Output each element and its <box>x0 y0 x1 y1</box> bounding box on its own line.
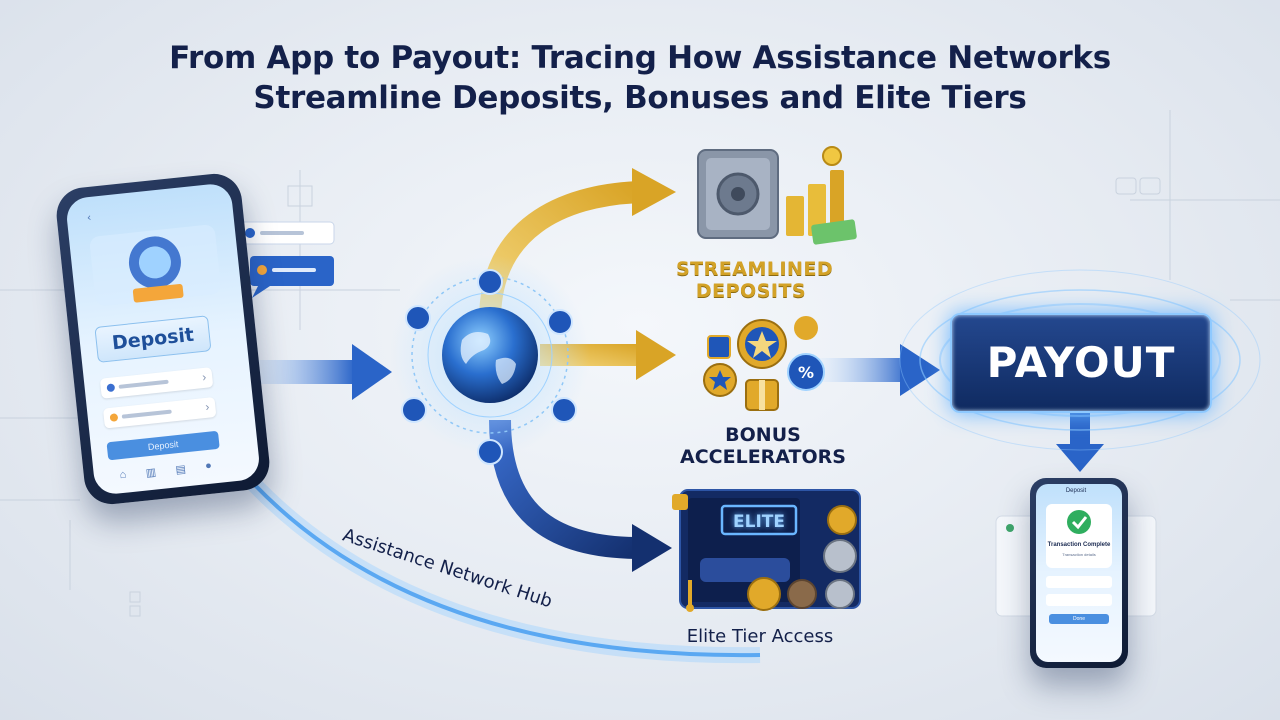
payment-method-row[interactable]: › <box>102 396 217 429</box>
payout-box: PAYOUT <box>950 313 1212 413</box>
coin-icon <box>822 146 842 166</box>
user-icon[interactable]: ● <box>204 459 213 473</box>
chart-icon[interactable]: ▥ <box>145 466 157 480</box>
elite-label: Elite Tier Access <box>686 626 834 647</box>
chat-bubbles <box>237 221 335 298</box>
percent-badge-icon <box>823 539 857 573</box>
elite-lounge <box>672 489 861 612</box>
bank-icon <box>477 269 503 295</box>
tx-row <box>1046 576 1112 588</box>
deposits-label-line-2: DEPOSITS <box>695 280 807 302</box>
arrow-head-to-elite <box>632 524 672 572</box>
gift-icon <box>707 335 731 359</box>
tx-subtitle: Transaction details <box>1062 552 1096 557</box>
phone-right: Deposit Transaction Complete Transaction… <box>1030 478 1128 668</box>
arrow-head-payout-down <box>1056 444 1104 472</box>
bonus-label-line-1: BONUS <box>725 424 801 446</box>
svg-text:‹: ‹ <box>86 211 92 224</box>
globe-continent <box>460 332 491 364</box>
title-line-2: Streamline Deposits, Bonuses and Elite T… <box>253 80 1027 116</box>
payment-icon <box>106 383 116 393</box>
payment-method-row[interactable]: › <box>99 367 214 399</box>
deposits-label-line-1: STREAMLINED <box>676 258 834 280</box>
wallet-icon <box>477 439 503 465</box>
arrow-phone-to-hub <box>245 360 355 384</box>
home-icon[interactable]: ⌂ <box>119 468 127 482</box>
arrow-head-to-deposits <box>632 168 676 216</box>
check-icon <box>1067 510 1091 534</box>
phone-left-screen: ‹ Deposit › › Deposit ⌂ ▥ ▤ ● <box>64 182 262 496</box>
payment-label-placeholder <box>118 379 169 389</box>
svg-text:%: % <box>798 363 814 382</box>
arrow-head-to-payout <box>900 344 940 396</box>
deposit-button[interactable]: Deposit <box>94 315 212 363</box>
deposit-card-icon <box>132 283 184 303</box>
tx-title: Transaction Complete <box>1047 542 1111 548</box>
globe-icon <box>442 307 538 403</box>
safe-icon <box>697 146 857 245</box>
coin-stack-icon <box>786 196 804 236</box>
payout-swirls <box>899 269 1261 451</box>
arrow-to-payout <box>820 358 910 382</box>
arrow-head-to-bonus <box>636 330 676 380</box>
percent-badge-icon <box>825 579 855 609</box>
chart-icon <box>547 309 573 335</box>
bonus-badges: % <box>703 316 825 411</box>
tx-row <box>1046 594 1112 606</box>
title-line-1: From App to Payout: Tracing How Assistan… <box>169 40 1111 76</box>
globe-continent <box>495 357 516 384</box>
coin-stack-icon <box>830 170 844 236</box>
arrow-payout-down <box>1070 412 1090 446</box>
key-icon <box>672 494 688 510</box>
card-icon[interactable]: ▤ <box>174 463 187 477</box>
shield-icon <box>405 305 431 331</box>
confirm-deposit-button[interactable]: Deposit <box>106 430 220 461</box>
hub-curve <box>248 478 761 658</box>
payment-label-placeholder <box>121 409 172 419</box>
star-badge-icon <box>827 505 857 535</box>
deposits-label: STREAMLINED DEPOSITS <box>676 258 834 302</box>
phone-right-screen: Deposit Transaction Complete Transaction… <box>1036 484 1122 662</box>
coin-stack-icon <box>808 184 826 236</box>
chevron-right-icon: › <box>201 369 207 385</box>
cash-icon <box>551 397 577 423</box>
phone-left: ‹ Deposit › › Deposit ⌂ ▥ ▤ ● <box>53 171 273 507</box>
cash-icon <box>811 219 857 245</box>
deposit-hero: ‹ <box>86 211 221 306</box>
percent-badge-icon <box>787 353 825 391</box>
bonus-label-line-2: ACCELERATORS <box>680 446 846 468</box>
arrow-head-phone-to-hub <box>352 344 392 400</box>
payment-icon <box>109 413 119 422</box>
orbit-nodes <box>401 269 577 465</box>
bonus-label: BONUS ACCELERATORS <box>668 424 858 468</box>
star-badge-icon <box>747 577 781 611</box>
percent-badge-icon <box>787 579 817 609</box>
elite-sign: ELITE <box>733 512 785 532</box>
card-icon <box>401 397 427 423</box>
chevron-right-icon: › <box>204 399 211 414</box>
page-title: From App to Payout: Tracing How Assistan… <box>0 38 1280 118</box>
phone-right-header: Deposit <box>1065 488 1087 494</box>
bottom-nav: ⌂ ▥ ▤ ● <box>109 459 222 484</box>
done-button[interactable]: Done <box>1049 614 1109 624</box>
percent-icon <box>794 316 818 340</box>
